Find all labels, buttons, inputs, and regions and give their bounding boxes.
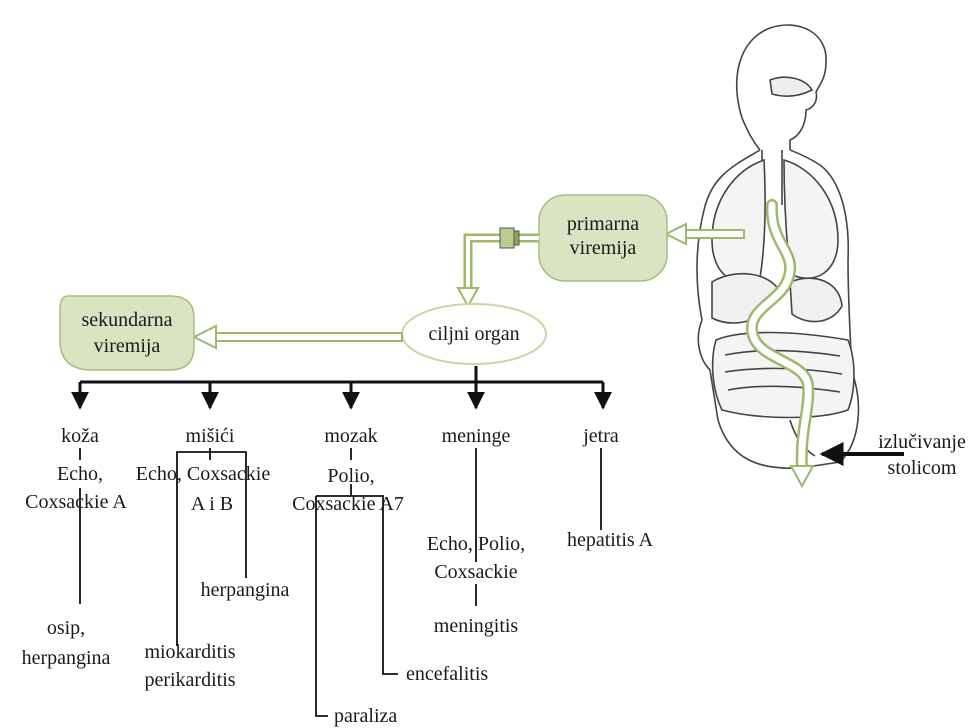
excretion-annotation: izlučivanje stolicom xyxy=(822,431,966,479)
secondary-label-line2: viremija xyxy=(94,335,161,357)
primary-label-line2: viremija xyxy=(570,237,637,259)
disease-mozak-a: encefalitis xyxy=(406,663,488,685)
disease-misici-b-line2: perikarditis xyxy=(144,669,235,691)
disease-jetra: hepatitis A xyxy=(567,529,654,551)
target-organ-label: ciljni organ xyxy=(428,323,519,345)
arrow-to-target-organ xyxy=(458,238,539,306)
organ-distribution-bracket xyxy=(80,366,603,408)
secondary-label-line1: sekundarna xyxy=(81,309,172,331)
disease-mozak-b: paraliza xyxy=(334,705,397,727)
valve-icon xyxy=(500,228,519,248)
disease-misici-a: herpangina xyxy=(201,579,290,601)
arrow-to-secondary xyxy=(194,326,402,348)
secondary-viremia-node: sekundarna viremija xyxy=(60,296,194,370)
virus-meninge-line1: Echo, Polio, xyxy=(427,533,525,555)
disease-misici-b-line1: miokarditis xyxy=(144,641,235,663)
virus-mozak-line1: Polio, xyxy=(327,465,374,487)
virus-mozak-line2: Coxsackie A7 xyxy=(292,493,404,515)
primary-viremia-node: primarna viremija xyxy=(539,195,667,281)
target-organ-node: ciljni organ xyxy=(402,304,546,364)
virus-meninge-line2: Coxsackie xyxy=(434,561,517,583)
virus-misici-line2: A i B xyxy=(191,493,233,515)
disease-koza-line2: herpangina xyxy=(22,647,111,669)
disease-koza-line1: osip, xyxy=(47,617,85,639)
virus-misici-line1: Echo, Coxsackie xyxy=(136,463,271,485)
organ-koza: koža xyxy=(61,425,99,447)
excretion-label-line2: stolicom xyxy=(888,457,957,479)
excretion-label-line1: izlučivanje xyxy=(878,431,966,453)
primary-label-line1: primarna xyxy=(567,213,639,235)
organ-mozak: mozak xyxy=(324,425,377,447)
virus-koza-line2-visible: Coxsackie A xyxy=(25,491,127,513)
organ-meninge: meninge xyxy=(442,425,511,447)
virus-koza-line1: Echo, xyxy=(57,463,103,485)
organ-jetra: jetra xyxy=(582,425,619,447)
organ-misici: mišići xyxy=(186,425,235,447)
disease-meninge: meningitis xyxy=(434,615,519,637)
